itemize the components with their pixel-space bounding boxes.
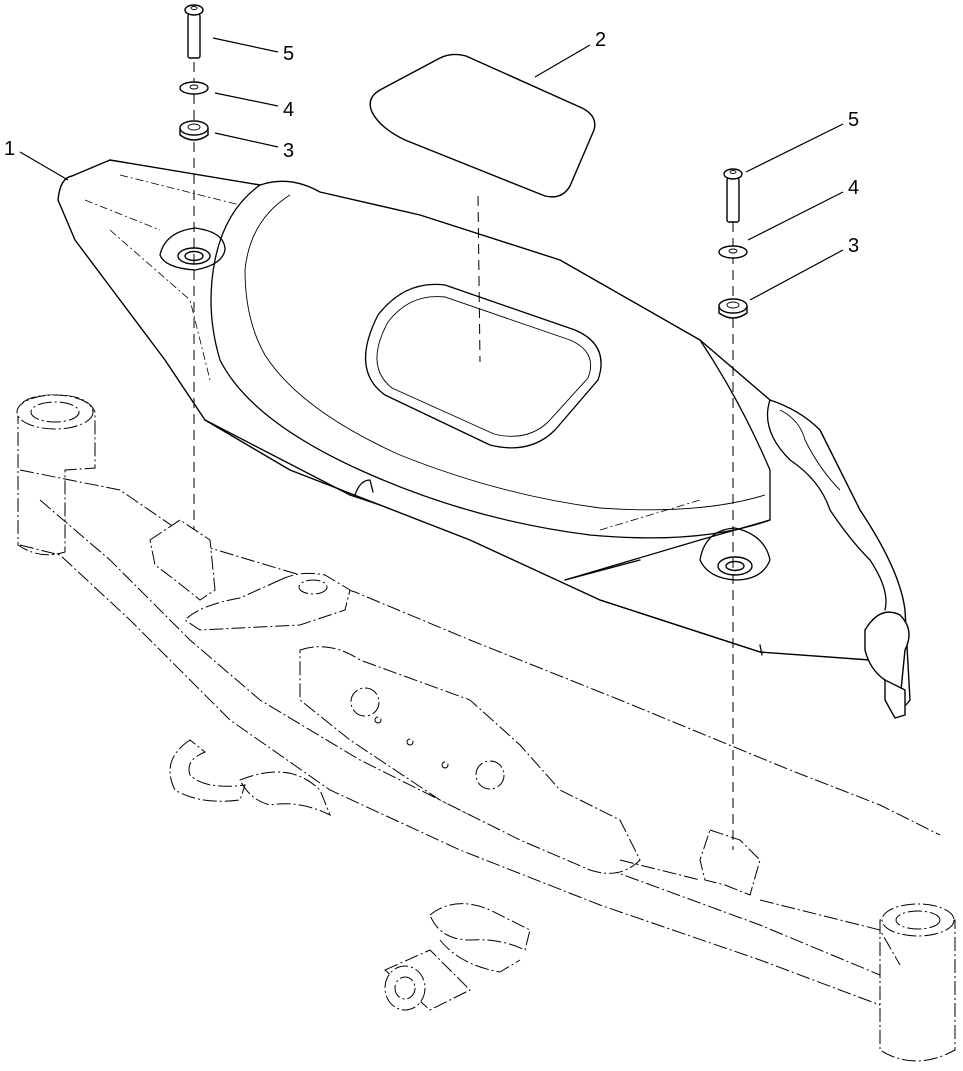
callout-3-left: 3: [283, 140, 294, 162]
right-fastener-stack: [718, 168, 748, 319]
callout-5-right: 5: [848, 109, 859, 131]
cover-panel: [57, 159, 911, 719]
washer-left: [179, 81, 209, 95]
washer-right: [718, 245, 748, 259]
callout-3-right: 3: [848, 235, 859, 257]
decal-plate: [369, 53, 596, 198]
callout-1: 1: [4, 138, 15, 160]
bolt-right: [723, 168, 743, 223]
callout-4-right: 4: [848, 177, 859, 199]
callout-2: 2: [595, 29, 606, 51]
grommet-left: [179, 120, 209, 141]
callout-labels: 1 2 5 4 3 5 4 3: [4, 29, 859, 257]
callout-4-left: 4: [283, 99, 294, 121]
leader-lines: [19, 37, 844, 301]
phantom-frame: [16, 394, 956, 1062]
grommet-right: [718, 298, 748, 319]
bolt-left: [184, 4, 204, 59]
assembly-center-lines: [193, 30, 734, 850]
left-fastener-stack: [179, 4, 209, 141]
callout-5-left: 5: [283, 43, 294, 65]
